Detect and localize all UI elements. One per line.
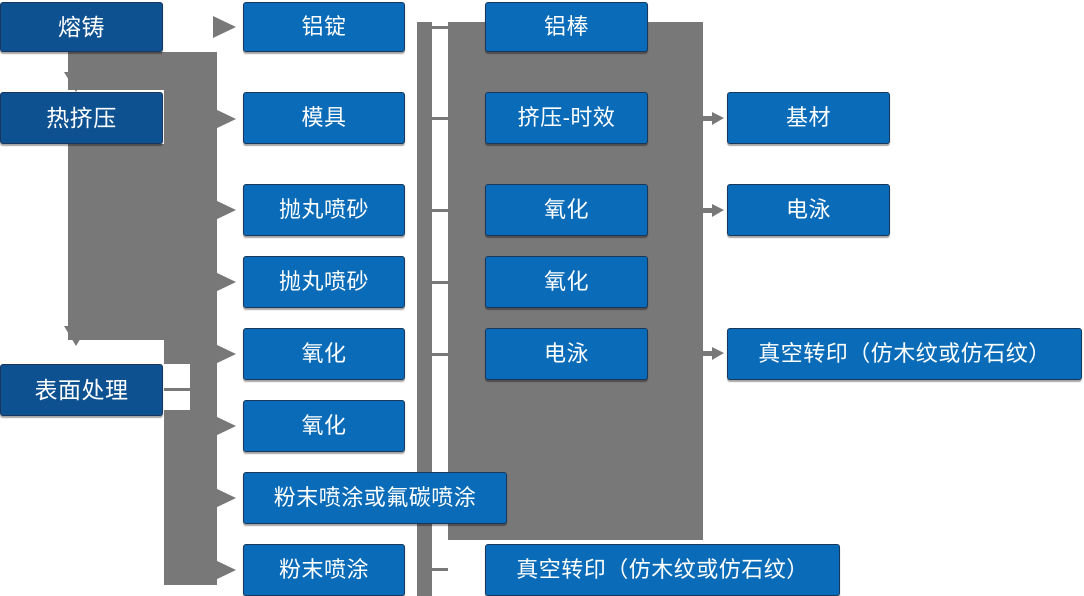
processing-label: 挤压-时效 <box>517 105 616 130</box>
material-box-oxidation-2[interactable]: 氧化 <box>243 400 405 452</box>
extrusion-to-surface-arrow <box>64 144 164 346</box>
trunk-notch <box>164 364 190 410</box>
material-label: 氧化 <box>301 341 347 366</box>
processing-label: 氧化 <box>543 197 589 222</box>
processing-label: 氧化 <box>543 269 589 294</box>
stage-to-material-trunk <box>164 52 217 585</box>
stage-label: 热挤压 <box>46 104 117 131</box>
material-box-oxidation-1[interactable]: 氧化 <box>243 328 405 380</box>
material-label: 抛丸喷砂 <box>278 197 369 222</box>
material-label: 粉末喷涂 <box>278 557 369 582</box>
material-box-shot-blasting-1[interactable]: 抛丸喷砂 <box>243 184 405 236</box>
processing-label: 真空转印（仿木纹或仿石纹） <box>516 557 809 582</box>
stage-label: 表面处理 <box>34 376 129 403</box>
processing-to-output-arrows <box>703 112 724 360</box>
material-label: 铝锭 <box>301 14 347 39</box>
material-label: 氧化 <box>301 413 347 438</box>
stage-label: 熔铸 <box>58 13 105 40</box>
output-box-substrate[interactable]: 基材 <box>727 92 890 144</box>
material-box-powder-or-fluorocarbon-coating[interactable]: 粉末喷涂或氟碳喷涂 <box>243 472 507 524</box>
material-box-aluminum-ingot[interactable]: 铝锭 <box>243 2 405 52</box>
output-label: 真空转印（仿木纹或仿石纹） <box>758 341 1051 366</box>
processing-box-aluminum-bar[interactable]: 铝棒 <box>485 2 648 52</box>
processing-box-vacuum-transfer-printing[interactable]: 真空转印（仿木纹或仿石纹） <box>485 544 840 596</box>
processing-box-oxidation-2[interactable]: 氧化 <box>485 256 648 308</box>
processing-box-electrophoresis[interactable]: 电泳 <box>485 328 648 380</box>
output-label: 电泳 <box>785 197 831 222</box>
processing-box-oxidation-1[interactable]: 氧化 <box>485 184 648 236</box>
material-box-shot-blasting-2[interactable]: 抛丸喷砂 <box>243 256 405 308</box>
material-box-powder-coating[interactable]: 粉末喷涂 <box>243 544 405 596</box>
stage-to-material-arrowheads <box>213 16 236 581</box>
processing-label: 铝棒 <box>543 14 589 39</box>
material-label: 抛丸喷砂 <box>278 269 369 294</box>
material-label: 粉末喷涂或氟碳喷涂 <box>273 485 477 510</box>
stage-box-surface-treatment[interactable]: 表面处理 <box>0 364 163 416</box>
material-label: 模具 <box>301 105 347 130</box>
melt-to-extrusion-arrow <box>64 52 164 92</box>
stage-box-hot-extrusion[interactable]: 热挤压 <box>0 92 163 144</box>
stage-box-melt-casting[interactable]: 熔铸 <box>0 2 163 52</box>
material-box-mold[interactable]: 模具 <box>243 92 405 144</box>
output-box-electrophoresis[interactable]: 电泳 <box>727 184 890 236</box>
surface-treatment-stub <box>164 388 194 391</box>
processing-label: 电泳 <box>543 341 589 366</box>
output-label: 基材 <box>785 105 831 130</box>
output-box-vacuum-transfer-printing[interactable]: 真空转印（仿木纹或仿石纹） <box>727 328 1082 380</box>
processing-box-extrusion-aging[interactable]: 挤压-时效 <box>485 92 648 144</box>
